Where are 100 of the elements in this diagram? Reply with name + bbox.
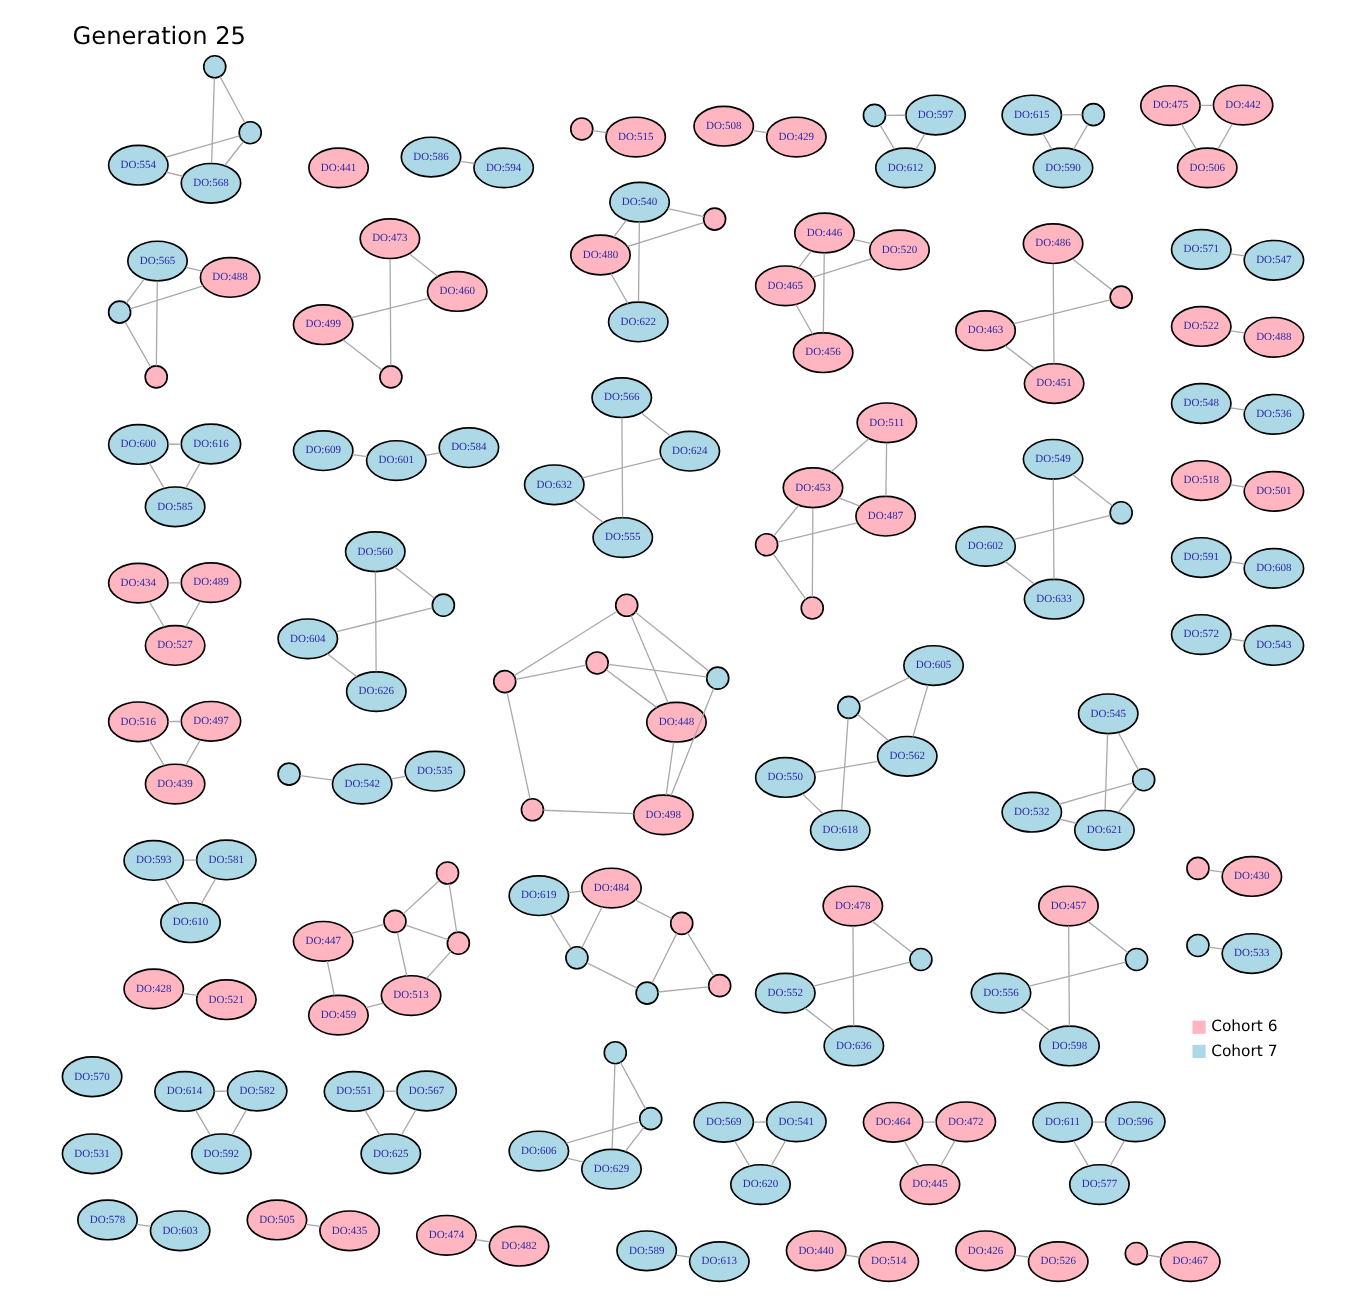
connector <box>852 925 855 1027</box>
connector <box>630 614 669 704</box>
node-circle <box>1081 102 1106 127</box>
connector <box>1208 946 1224 950</box>
connector <box>224 140 245 166</box>
diagram-title: Generation 25 <box>72 22 246 51</box>
connector <box>812 961 911 987</box>
connector <box>1073 1140 1090 1167</box>
connector <box>634 899 673 920</box>
node-circle <box>1124 1241 1149 1266</box>
connector <box>408 253 439 277</box>
connector <box>299 775 334 781</box>
node-circle <box>638 1106 663 1131</box>
connector <box>1052 478 1055 580</box>
node-circle <box>909 947 933 972</box>
connector <box>903 1140 920 1167</box>
connector <box>1217 123 1233 150</box>
connector <box>1229 330 1246 334</box>
connector <box>390 775 407 780</box>
connector <box>1091 1121 1106 1123</box>
connector <box>148 462 165 489</box>
connector <box>165 135 241 158</box>
connector <box>1052 263 1055 365</box>
connector <box>640 412 672 437</box>
connector <box>1071 258 1113 291</box>
connector <box>124 321 152 368</box>
connector <box>752 129 768 134</box>
connector <box>194 1109 211 1136</box>
connector <box>1117 787 1138 813</box>
connector <box>326 653 358 678</box>
connector <box>634 611 710 672</box>
connector <box>326 960 335 996</box>
node-circle <box>379 365 403 389</box>
connector <box>581 457 663 479</box>
connector <box>852 238 872 245</box>
connector <box>605 669 658 709</box>
connector <box>1072 123 1089 150</box>
node-circle <box>614 593 639 618</box>
connector <box>619 1061 647 1110</box>
node-circle <box>1124 947 1149 972</box>
connector <box>183 859 198 861</box>
connector <box>797 250 812 269</box>
connector <box>581 906 603 949</box>
connector <box>167 582 182 584</box>
connector <box>542 809 635 815</box>
node-circle <box>754 532 779 557</box>
node-circle <box>669 911 694 936</box>
connector <box>841 717 849 811</box>
connector <box>773 504 800 537</box>
node-circle <box>383 909 407 934</box>
connector <box>210 77 216 164</box>
connector <box>567 890 583 894</box>
connector <box>335 607 434 633</box>
connector <box>885 114 907 117</box>
connector <box>626 221 705 248</box>
connector <box>448 883 458 933</box>
connector <box>657 986 710 993</box>
connector <box>922 1121 937 1123</box>
connector <box>624 1126 645 1152</box>
connector <box>1028 961 1127 987</box>
connector <box>129 285 204 310</box>
connector <box>506 691 531 800</box>
connector <box>1104 733 1109 811</box>
connector <box>148 601 165 628</box>
connector <box>125 278 145 304</box>
connector <box>148 739 165 767</box>
connector <box>586 962 638 989</box>
connector <box>940 1140 956 1167</box>
node-circle <box>707 973 732 998</box>
connector <box>610 272 629 305</box>
node-circle <box>107 300 132 324</box>
connector <box>811 257 873 278</box>
connector <box>822 252 825 334</box>
connector <box>1229 253 1246 257</box>
connector <box>670 687 715 797</box>
connector <box>667 207 705 218</box>
connector <box>1146 1254 1162 1258</box>
connector <box>396 931 408 977</box>
connector <box>856 713 890 742</box>
connector <box>592 129 608 134</box>
connector <box>402 880 440 915</box>
node-circle <box>862 103 887 128</box>
connector <box>136 1223 152 1228</box>
connector <box>459 160 476 165</box>
connector <box>912 684 929 738</box>
connector <box>1229 638 1246 642</box>
connector <box>1004 345 1036 369</box>
connector <box>549 913 572 949</box>
connector <box>607 663 708 678</box>
connector <box>1229 407 1246 411</box>
connector <box>915 133 926 150</box>
connector <box>1060 114 1083 116</box>
connector <box>1067 925 1070 1027</box>
node-circle <box>565 945 589 970</box>
connector <box>573 499 604 523</box>
connector <box>305 1223 322 1228</box>
node-circle <box>277 762 301 786</box>
connector <box>351 453 368 458</box>
node-circle <box>1186 933 1210 958</box>
connector <box>374 571 377 673</box>
